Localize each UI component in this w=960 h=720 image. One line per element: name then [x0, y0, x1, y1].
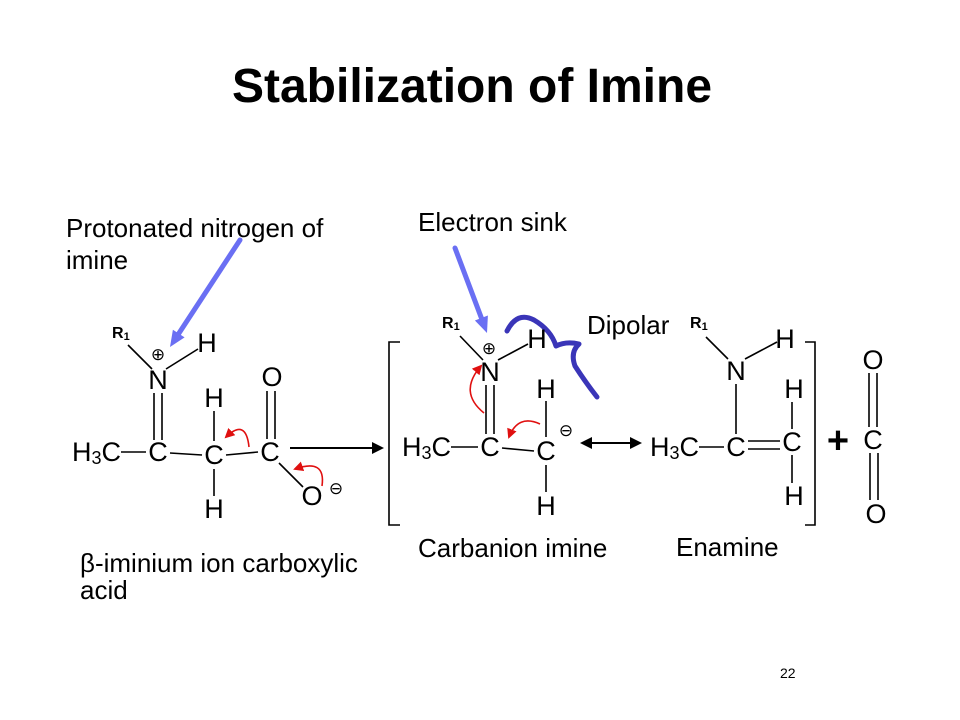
- m3-h-bottom: H: [784, 481, 804, 511]
- pointer-arrow-shaft: [452, 245, 484, 321]
- left-bracket: [388, 341, 400, 526]
- m3-bond-n-h: [744, 341, 778, 360]
- m3-r-subscript: 1: [702, 321, 708, 333]
- plus-sign: +: [827, 420, 849, 462]
- m1-r-subscript: 1: [124, 331, 130, 343]
- label-iminium-acid-line1: β-iminium ion carboxylic: [80, 548, 358, 578]
- m1-alpha-h-bottom: H: [204, 494, 224, 524]
- m2-methyl-h: H: [402, 432, 422, 462]
- molecule-carbanion-imine: R1 ⊕ H N H3C C C H H ⊖: [402, 315, 573, 522]
- m2-methyl-subscript: 3: [422, 443, 432, 463]
- label-enamine: Enamine: [676, 532, 779, 562]
- resonance-arrowhead-right: [630, 437, 642, 449]
- pointer-arrow-protonated-nitrogen: [170, 237, 243, 347]
- reaction-arrow: [290, 442, 384, 454]
- pointer-arrow-shaft: [176, 237, 243, 337]
- m2-positive-charge: ⊕: [482, 339, 496, 359]
- page-number: 22: [780, 665, 796, 681]
- label-protonated-nitrogen-line1: Protonated nitrogen of: [66, 213, 324, 243]
- m1-electron-arrow-cc: [224, 427, 250, 448]
- m3-methyl-group: H3C: [650, 432, 699, 463]
- m1-bond-c-o-single: [278, 462, 304, 488]
- molecule-iminium-acid: R1 ⊕ H N H3C C C H H C O O ⊖: [72, 325, 343, 525]
- m3-h-top: H: [784, 374, 804, 404]
- m3-vinyl-carbon: C: [782, 427, 802, 457]
- m1-carboxylate-oxygen: O: [301, 481, 322, 511]
- co2-oxygen-bottom: O: [865, 499, 886, 529]
- m3-r-letter: R: [690, 315, 702, 332]
- m1-alpha-carbon: C: [204, 440, 224, 470]
- m2-r-group: R1: [442, 315, 460, 334]
- m3-bond-n-r: [705, 336, 729, 360]
- m1-methyl-h: H: [72, 437, 92, 467]
- m2-bond-n-h: [497, 343, 529, 361]
- label-iminium-acid-line2: acid: [80, 575, 128, 605]
- pointer-arrow-electron-sink: [452, 245, 488, 333]
- m1-negative-charge: ⊖: [329, 479, 343, 499]
- m3-methyl-subscript: 3: [670, 443, 680, 463]
- m2-electron-arrow-n: [469, 364, 485, 414]
- m2-n-hydrogen: H: [527, 324, 547, 354]
- m2-anion-carbon: C: [536, 436, 556, 466]
- co2-carbon: C: [863, 425, 883, 455]
- right-bracket: [805, 341, 816, 526]
- m3-r-group: R1: [690, 315, 708, 334]
- m1-methyl-c: C: [102, 437, 122, 467]
- slide-title: Stabilization of Imine: [232, 60, 712, 113]
- m1-positive-charge: ⊕: [151, 345, 165, 365]
- m1-n-hydrogen: H: [197, 328, 217, 358]
- m2-h-top: H: [536, 374, 556, 404]
- label-protonated-nitrogen-line2: imine: [66, 245, 128, 275]
- m2-r-subscript: 1: [454, 321, 460, 333]
- m3-methyl-c: C: [680, 432, 700, 462]
- m1-r-letter: R: [112, 325, 124, 342]
- dipolar-brace: [504, 314, 600, 400]
- molecule-enamine: R1 H N H3C C C H H: [650, 315, 804, 512]
- m1-carbonyl-oxygen: O: [261, 362, 282, 392]
- m3-nitrogen: N: [726, 356, 746, 386]
- resonance-arrowhead-left: [580, 437, 592, 449]
- m1-electron-arrow-o: [293, 461, 324, 487]
- label-electron-sink: Electron sink: [418, 207, 568, 237]
- m2-electron-arrow-cc: [507, 420, 541, 439]
- m1-alpha-h-top: H: [204, 383, 224, 413]
- m2-negative-charge: ⊖: [559, 421, 573, 441]
- co2-oxygen-top: O: [862, 345, 883, 375]
- m2-nitrogen: N: [480, 357, 500, 387]
- resonance-arrow: [580, 437, 642, 449]
- molecule-carbon-dioxide: O C O: [862, 345, 886, 529]
- label-carbanion-imine: Carbanion imine: [418, 533, 607, 563]
- m3-methyl-h: H: [650, 432, 670, 462]
- m2-bond-n-r: [459, 335, 484, 361]
- label-dipolar: Dipolar: [587, 310, 670, 340]
- m1-bond-n-h: [165, 348, 199, 370]
- m2-imine-carbon: C: [480, 432, 500, 462]
- pointer-arrowhead: [474, 315, 488, 333]
- pointer-arrowhead: [170, 329, 185, 347]
- m1-imine-carbon: C: [148, 437, 168, 467]
- m3-n-hydrogen: H: [775, 324, 795, 354]
- m1-methyl-group: H3C: [72, 437, 121, 468]
- m1-carboxyl-carbon: C: [260, 437, 280, 467]
- m2-r-letter: R: [442, 315, 454, 332]
- m3-amine-carbon: C: [726, 432, 746, 462]
- m1-bond-c-c-alpha: [169, 452, 203, 456]
- m2-bond-c-c: [501, 447, 535, 452]
- m1-bond-alpha-carboxyl: [225, 451, 259, 456]
- m2-methyl-c: C: [432, 432, 452, 462]
- m1-nitrogen: N: [148, 365, 168, 395]
- m1-bond-n-r: [127, 344, 153, 370]
- reaction-arrowhead: [372, 442, 384, 454]
- m1-methyl-subscript: 3: [92, 448, 102, 468]
- m2-methyl-group: H3C: [402, 432, 451, 463]
- m2-h-bottom: H: [536, 491, 556, 521]
- m1-r-group: R1: [112, 325, 130, 344]
